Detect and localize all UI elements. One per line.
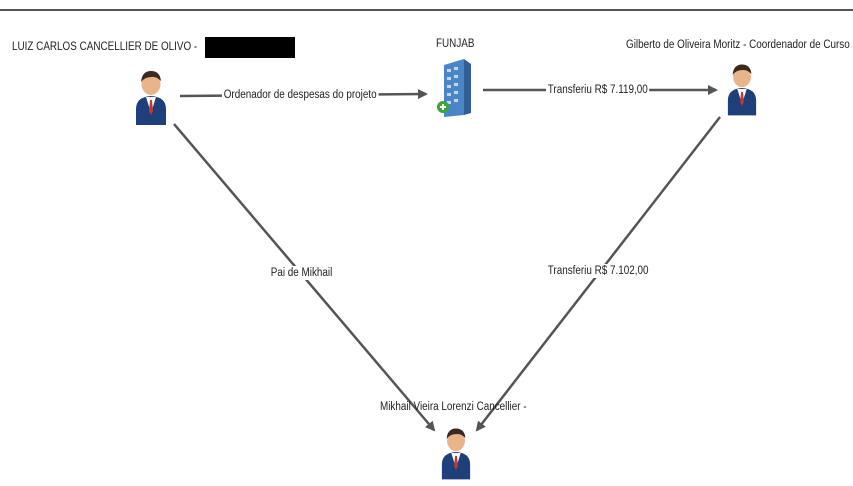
top-divider [0, 9, 853, 11]
person-icon[interactable] [440, 424, 472, 482]
person-icon[interactable] [726, 60, 758, 118]
person-icon[interactable] [134, 67, 168, 127]
node-label-mikhail: Mikhail Vieira Lorenzi Cancellier - [380, 401, 527, 413]
edge-label-luiz-funjab: Ordenador de despesas do projeto [222, 88, 379, 102]
building-icon[interactable] [434, 57, 474, 119]
node-label-luiz: LUIZ CARLOS CANCELLIER DE OLIVO - [12, 41, 198, 53]
edge-label-luiz-mikhail: Pai de Mikhail [269, 266, 335, 280]
node-label-funjab: FUNJAB [436, 38, 475, 50]
node-label-gilberto: Gilberto de Oliveira Moritz - Coordenado… [626, 39, 850, 51]
redaction-bar [205, 37, 295, 58]
edge-label-funjab-gilberto: Transferiu R$ 7.119,00 [546, 83, 650, 97]
edge-label-gilberto-mikhail: Transferiu R$ 7.102,00 [546, 264, 651, 278]
